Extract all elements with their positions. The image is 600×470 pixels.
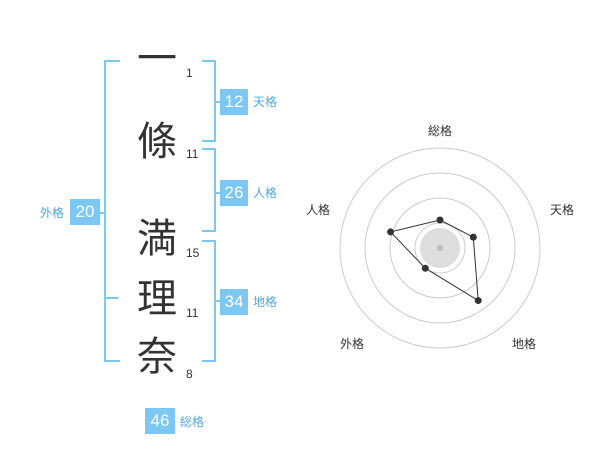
stroke-count-1: 1	[186, 66, 193, 80]
chikaku-connector	[214, 300, 222, 302]
radar-center-dot	[437, 245, 443, 251]
radar-ring-4	[339, 147, 541, 349]
name-char-4: 理	[137, 276, 177, 322]
name-char-2: 條	[137, 119, 177, 165]
radar-point-2	[469, 233, 477, 241]
jinkaku-connector	[214, 192, 222, 194]
radar-ring-2	[389, 197, 491, 299]
radar-polygon	[389, 219, 479, 302]
radar-point-5	[387, 228, 395, 236]
soukaku-label: 総格	[180, 415, 205, 429]
radar-ring-3	[364, 172, 516, 324]
gaikaku-value: 20	[70, 199, 100, 225]
radar-axis-label-soukaku: 総格	[428, 124, 453, 138]
chikaku-value: 34	[220, 289, 248, 315]
soukaku-value: 46	[145, 408, 175, 434]
radar-point-1	[436, 216, 444, 224]
tenkaku-connector	[214, 101, 222, 103]
gaikaku-bracket-tick	[104, 297, 118, 299]
stroke-count-2: 11	[186, 147, 199, 161]
chikaku-label: 地格	[253, 295, 278, 309]
radar-axis-label-jinkaku: 人格	[306, 203, 331, 217]
stroke-count-3: 15	[186, 246, 200, 260]
gaikaku-bracket	[104, 60, 120, 362]
stroke-count-5: 8	[186, 367, 193, 381]
radar-axis-label-gaikaku: 外格	[340, 337, 365, 351]
jinkaku-label: 人格	[253, 186, 278, 200]
tenkaku-value: 12	[220, 89, 248, 115]
jinkaku-bracket	[202, 148, 216, 232]
radar-point-3	[474, 297, 482, 305]
radar-axis-label-tenkaku: 天格	[550, 203, 575, 217]
radar-axis-label-chikaku: 地格	[512, 337, 537, 351]
gaikaku-label: 外格	[40, 206, 65, 220]
jinkaku-value: 26	[220, 180, 248, 206]
name-char-5: 奈	[137, 334, 177, 380]
name-char-1: 一	[137, 36, 177, 82]
stroke-count-4: 11	[186, 306, 199, 320]
name-char-3: 満	[137, 216, 177, 262]
tenkaku-label: 天格	[253, 95, 278, 109]
radar-point-4	[421, 264, 429, 272]
gaikaku-connector	[98, 212, 106, 214]
